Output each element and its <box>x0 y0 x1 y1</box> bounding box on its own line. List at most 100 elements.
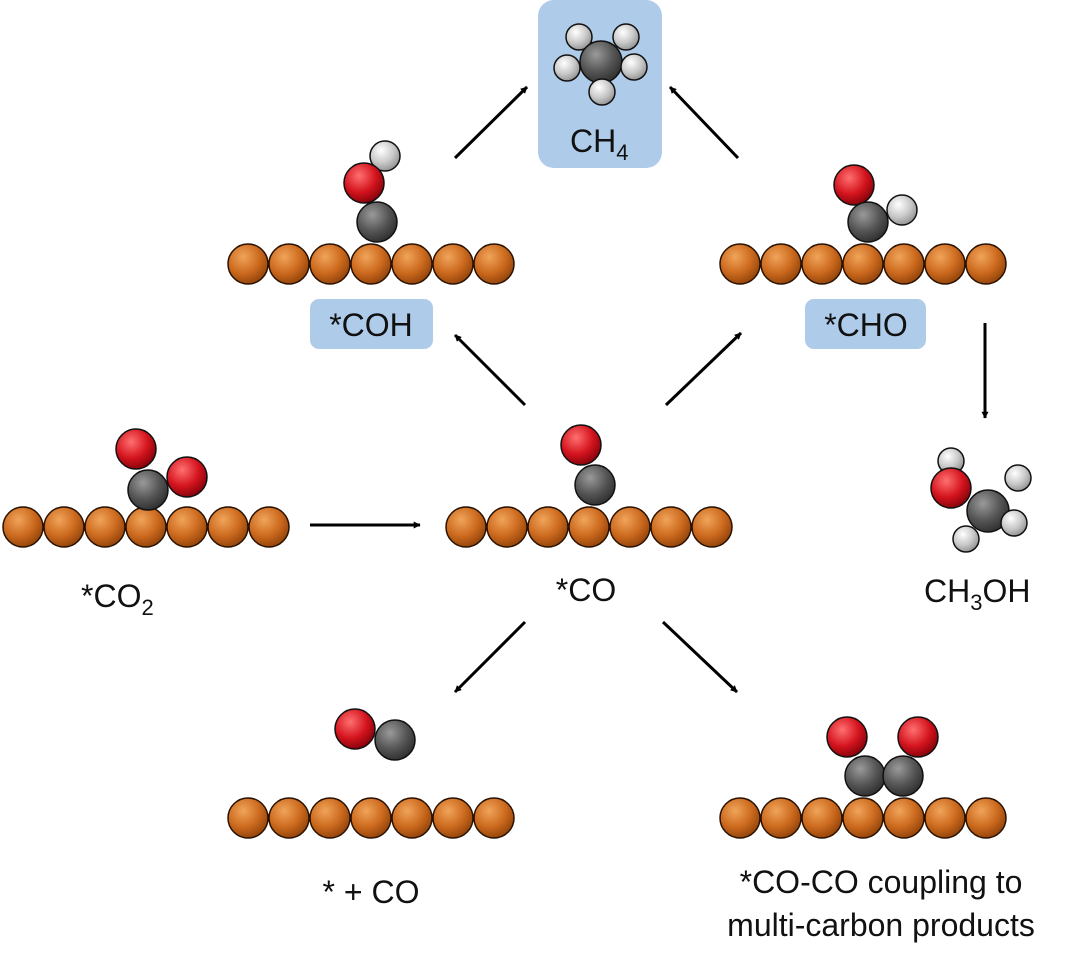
oxygen-atom <box>560 424 602 466</box>
copper-atom <box>801 243 843 285</box>
copper-atom <box>650 506 692 548</box>
carbon-atom <box>882 755 924 797</box>
copper-surface-desorb <box>227 797 515 839</box>
ch4-molecule <box>553 23 648 106</box>
label-coupling-line1: *CO-CO coupling to <box>740 864 1023 900</box>
copper-atom <box>924 797 966 839</box>
copper-atom <box>965 797 1007 839</box>
copper-atom <box>445 506 487 548</box>
copper-surface-coupling <box>719 797 1007 839</box>
copper-atom <box>801 797 843 839</box>
copper-atom <box>227 797 269 839</box>
copper-atom <box>924 243 966 285</box>
copper-atom <box>432 797 474 839</box>
copper-atom <box>842 797 884 839</box>
cho-highlight-box <box>805 299 926 349</box>
copper-atom <box>719 243 761 285</box>
copper-atom <box>309 797 351 839</box>
copper-surface-co2 <box>2 506 290 548</box>
arrow-coh-to-ch4 <box>453 85 529 160</box>
hydrogen-atom <box>1000 509 1028 537</box>
oxygen-atom <box>115 428 157 470</box>
carbon-atom <box>374 719 416 761</box>
label-ch3oh: CH3OH <box>924 573 1030 615</box>
copper-atom <box>248 506 290 548</box>
hydrogen-atom <box>565 23 593 51</box>
hydrogen-atom <box>620 53 648 81</box>
carbon-atom <box>579 40 623 84</box>
copper-atom <box>760 243 802 285</box>
label-co2: *CO2 <box>81 578 154 620</box>
copper-atom <box>760 797 802 839</box>
carbon-atom <box>127 469 169 511</box>
oxygen-atom <box>897 716 939 758</box>
oxygen-atom <box>334 708 376 750</box>
oxygen-atom <box>930 467 972 509</box>
arrow-co-to-desorb <box>453 620 527 694</box>
label-coupling-line2: multi-carbon products <box>727 907 1035 943</box>
copper-atom <box>268 243 310 285</box>
copper-atom <box>2 506 44 548</box>
copper-atom <box>527 506 569 548</box>
coh-highlight-box <box>310 299 433 349</box>
arrow-cho-to-ch4 <box>668 85 740 160</box>
copper-atom <box>350 797 392 839</box>
copper-atom <box>391 243 433 285</box>
co-co-coupling-adsorbate <box>826 716 939 797</box>
copper-atom <box>207 506 249 548</box>
label-cho: *CHO <box>824 307 908 343</box>
label-co: *CO <box>556 572 616 608</box>
hydrogen-atom <box>369 140 401 172</box>
hydrogen-atom <box>886 194 918 226</box>
oxygen-atom <box>343 162 385 204</box>
arrow-co-to-coh <box>453 333 527 407</box>
copper-atom <box>166 506 208 548</box>
copper-atom <box>432 243 474 285</box>
hydrogen-atom <box>553 54 581 82</box>
copper-atom <box>883 797 925 839</box>
oxygen-atom <box>826 716 868 758</box>
hydrogen-atom <box>952 525 980 553</box>
label-desorb: * + CO <box>323 874 420 910</box>
label-coh: *COH <box>329 307 413 343</box>
cho-adsorbate <box>833 164 918 243</box>
copper-atom <box>84 506 126 548</box>
copper-surface-coh <box>227 243 515 285</box>
co-adsorbate <box>560 424 616 506</box>
copper-atom <box>719 797 761 839</box>
hydrogen-atom <box>1004 464 1032 492</box>
copper-atom <box>609 506 651 548</box>
copper-atom <box>883 243 925 285</box>
copper-surface-co <box>445 506 733 548</box>
copper-atom <box>43 506 85 548</box>
copper-atom <box>268 797 310 839</box>
carbon-atom <box>574 464 616 506</box>
copper-atom <box>227 243 269 285</box>
oxygen-atom <box>166 456 208 498</box>
label-ch4: CH4 <box>570 123 628 165</box>
copper-atom <box>309 243 351 285</box>
co2-adsorbate <box>115 428 208 511</box>
copper-atom <box>965 243 1007 285</box>
copper-atom <box>125 506 167 548</box>
copper-atom <box>350 243 392 285</box>
arrow-co-to-cho <box>664 331 743 407</box>
copper-atom <box>473 797 515 839</box>
arrow-co-to-coupling <box>661 620 739 694</box>
copper-atom <box>691 506 733 548</box>
carbon-atom <box>844 755 886 797</box>
copper-atom <box>842 243 884 285</box>
desorbed-co-molecule <box>334 708 416 761</box>
carbon-atom <box>847 201 889 243</box>
copper-atom <box>391 797 433 839</box>
copper-atom <box>473 243 515 285</box>
hydrogen-atom <box>588 78 616 106</box>
coh-adsorbate <box>343 140 401 243</box>
copper-surface-cho <box>719 243 1007 285</box>
ch3oh-molecule <box>930 447 1032 553</box>
copper-atom <box>486 506 528 548</box>
copper-atom <box>568 506 610 548</box>
carbon-atom <box>356 201 398 243</box>
